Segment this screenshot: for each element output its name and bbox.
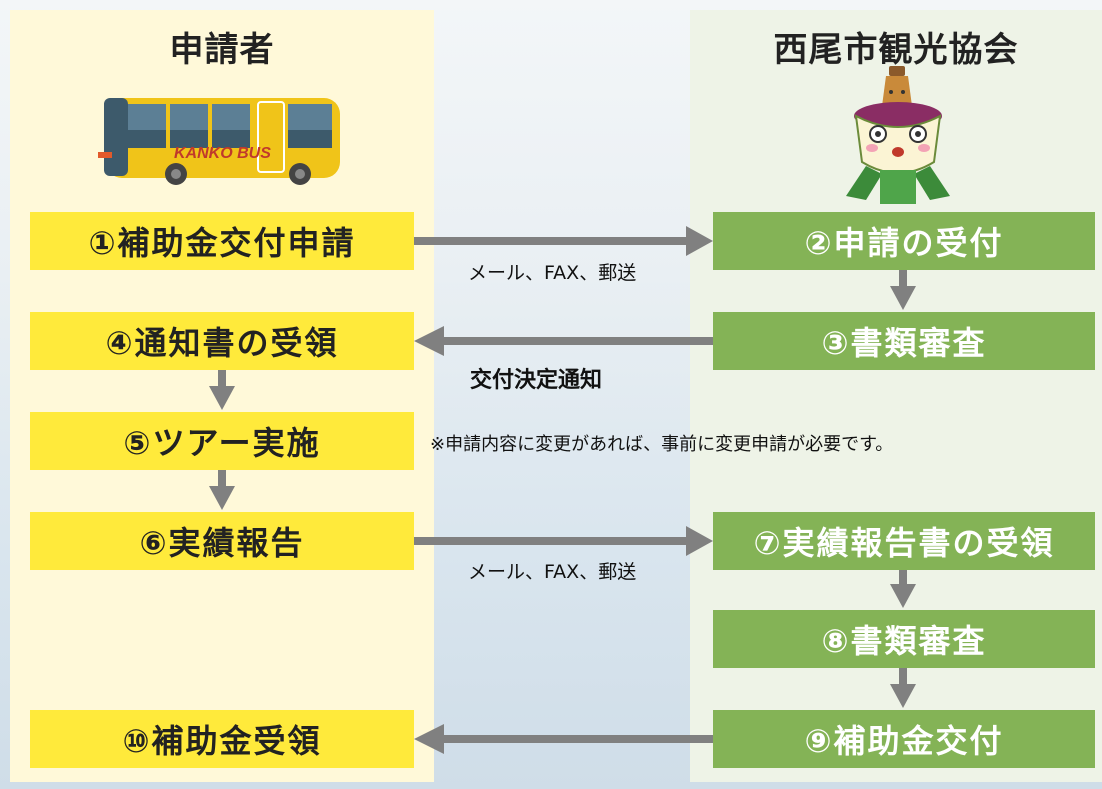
association-title: 西尾市観光協会	[773, 30, 1019, 70]
arrow-7-to-8-shaft	[899, 570, 907, 586]
arrow-8-to-9-shaft	[899, 668, 907, 686]
step-7-box: ⑦実績報告書の受領	[713, 512, 1095, 570]
step-9-box: ⑨補助金交付	[713, 710, 1095, 768]
arrow-9-to-10-head	[414, 724, 444, 754]
bus-illustration: KANKO BUS	[98, 98, 340, 185]
bus-text: KANKO BUS	[174, 145, 271, 162]
label-send-2: メール、FAX、郵送	[468, 561, 637, 583]
arrow-5-to-6-head	[209, 486, 235, 510]
step-4-box: ④通知書の受領	[30, 312, 414, 370]
arrow-3-to-4-shaft	[442, 337, 713, 345]
arrow-2-to-3-head	[890, 286, 916, 310]
step-8-box: ⑧書類審査	[713, 610, 1095, 668]
label-send-1: メール、FAX、郵送	[468, 262, 637, 284]
arrow-6-to-7-shaft	[414, 537, 688, 545]
arrow-1-to-2-shaft	[414, 237, 688, 245]
arrow-4-to-5-shaft	[218, 370, 226, 388]
arrow-6-to-7-head	[686, 526, 713, 556]
step-10-box: ⑩補助金受領	[30, 710, 414, 768]
applicant-title: 申請者	[169, 30, 275, 70]
arrow-2-to-3-shaft	[899, 270, 907, 288]
mascot-character	[846, 66, 950, 204]
arrow-8-to-9-head	[890, 684, 916, 708]
arrow-1-to-2-head	[686, 226, 713, 256]
arrow-9-to-10-shaft	[442, 735, 713, 743]
arrow-5-to-6-shaft	[218, 470, 226, 488]
label-notice: 交付決定通知	[470, 368, 603, 393]
step-6-box: ⑥実績報告	[30, 512, 414, 570]
arrow-4-to-5-head	[209, 386, 235, 410]
step-3-box: ③書類審査	[713, 312, 1095, 370]
arrow-3-to-4-head	[414, 326, 444, 356]
step-1-box: ①補助金交付申請	[30, 212, 414, 270]
step-2-box: ②申請の受付	[713, 212, 1095, 270]
step-5-box: ⑤ツアー実施	[30, 412, 414, 470]
arrow-7-to-8-head	[890, 584, 916, 608]
label-change-note: ※申請内容に変更があれば、事前に変更申請が必要です。	[430, 434, 894, 455]
